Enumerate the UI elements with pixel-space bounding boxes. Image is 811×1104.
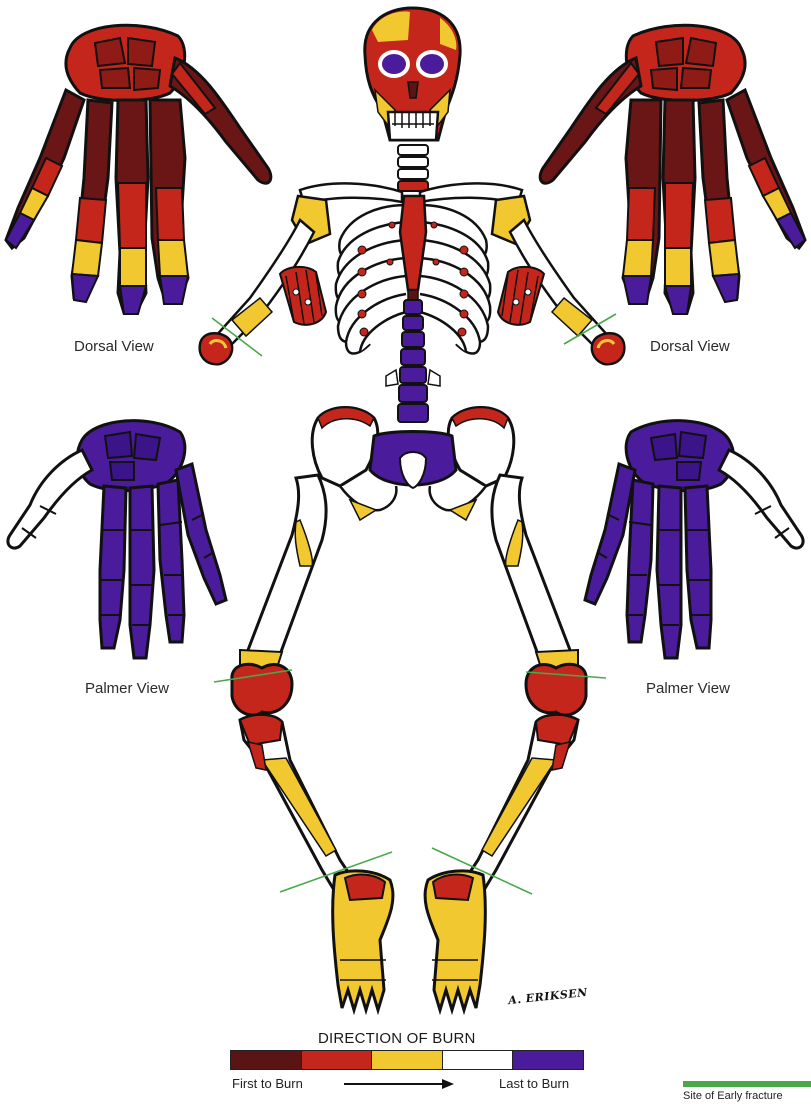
legend-color-segment	[513, 1051, 583, 1069]
direction-arrow-icon	[344, 1078, 454, 1090]
pelvis	[312, 408, 514, 521]
fracture-legend-label: Site of Early fracture	[683, 1090, 783, 1102]
burn-order-color-bar	[230, 1050, 584, 1070]
arm-left	[200, 220, 326, 364]
dorsal-view-label-right: Dorsal View	[650, 338, 730, 355]
palmar-hand-right	[585, 421, 803, 658]
palmer-view-label-left: Palmer View	[85, 680, 169, 697]
cervical-spine	[398, 145, 428, 191]
legend-color-segment	[443, 1051, 514, 1069]
legend-color-segment	[231, 1051, 302, 1069]
skull	[365, 8, 460, 140]
dorsal-hand-left	[6, 25, 271, 314]
legend-color-segment	[302, 1051, 373, 1069]
legend-color-segment	[372, 1051, 443, 1069]
palmar-hand-left	[8, 421, 226, 658]
legend-first-label: First to Burn	[232, 1076, 303, 1091]
legend-title: DIRECTION OF BURN	[318, 1030, 476, 1047]
fracture-legend-swatch	[683, 1081, 811, 1087]
dorsal-hand-right	[540, 25, 805, 314]
arm-right	[498, 220, 624, 364]
palmer-view-label-right: Palmer View	[646, 680, 730, 697]
leg-right	[425, 475, 586, 1010]
dorsal-view-label-left: Dorsal View	[74, 338, 154, 355]
leg-left	[232, 475, 393, 1010]
legend-last-label: Last to Burn	[499, 1076, 569, 1091]
